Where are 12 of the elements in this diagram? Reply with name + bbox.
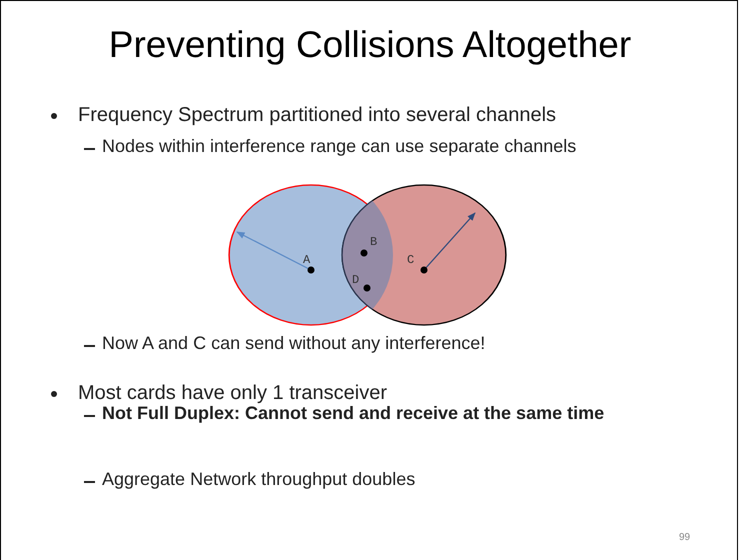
point-label: A bbox=[303, 254, 310, 266]
sub-bullet-text: Now A and C can send without any interference! bbox=[102, 333, 486, 355]
sub-bullet-text: Nodes within interference range can use separate channels bbox=[102, 136, 576, 158]
page-number: 99 bbox=[679, 532, 690, 543]
sub-bullet-text: Not Full Duplex: Cannot send and receive at the same time bbox=[102, 403, 604, 425]
point-label: C bbox=[407, 254, 414, 266]
bullet-text: Most cards have only 1 transceiver bbox=[78, 381, 388, 405]
point-label: D bbox=[352, 274, 360, 286]
sub-bullet-text: Aggregate Network throughput doubles bbox=[102, 469, 416, 491]
slide-title: Preventing Collisions Altogether bbox=[108, 24, 632, 66]
bullet-text: Frequency Spectrum partitioned into several channels bbox=[78, 103, 556, 127]
point-label: B bbox=[370, 236, 378, 248]
